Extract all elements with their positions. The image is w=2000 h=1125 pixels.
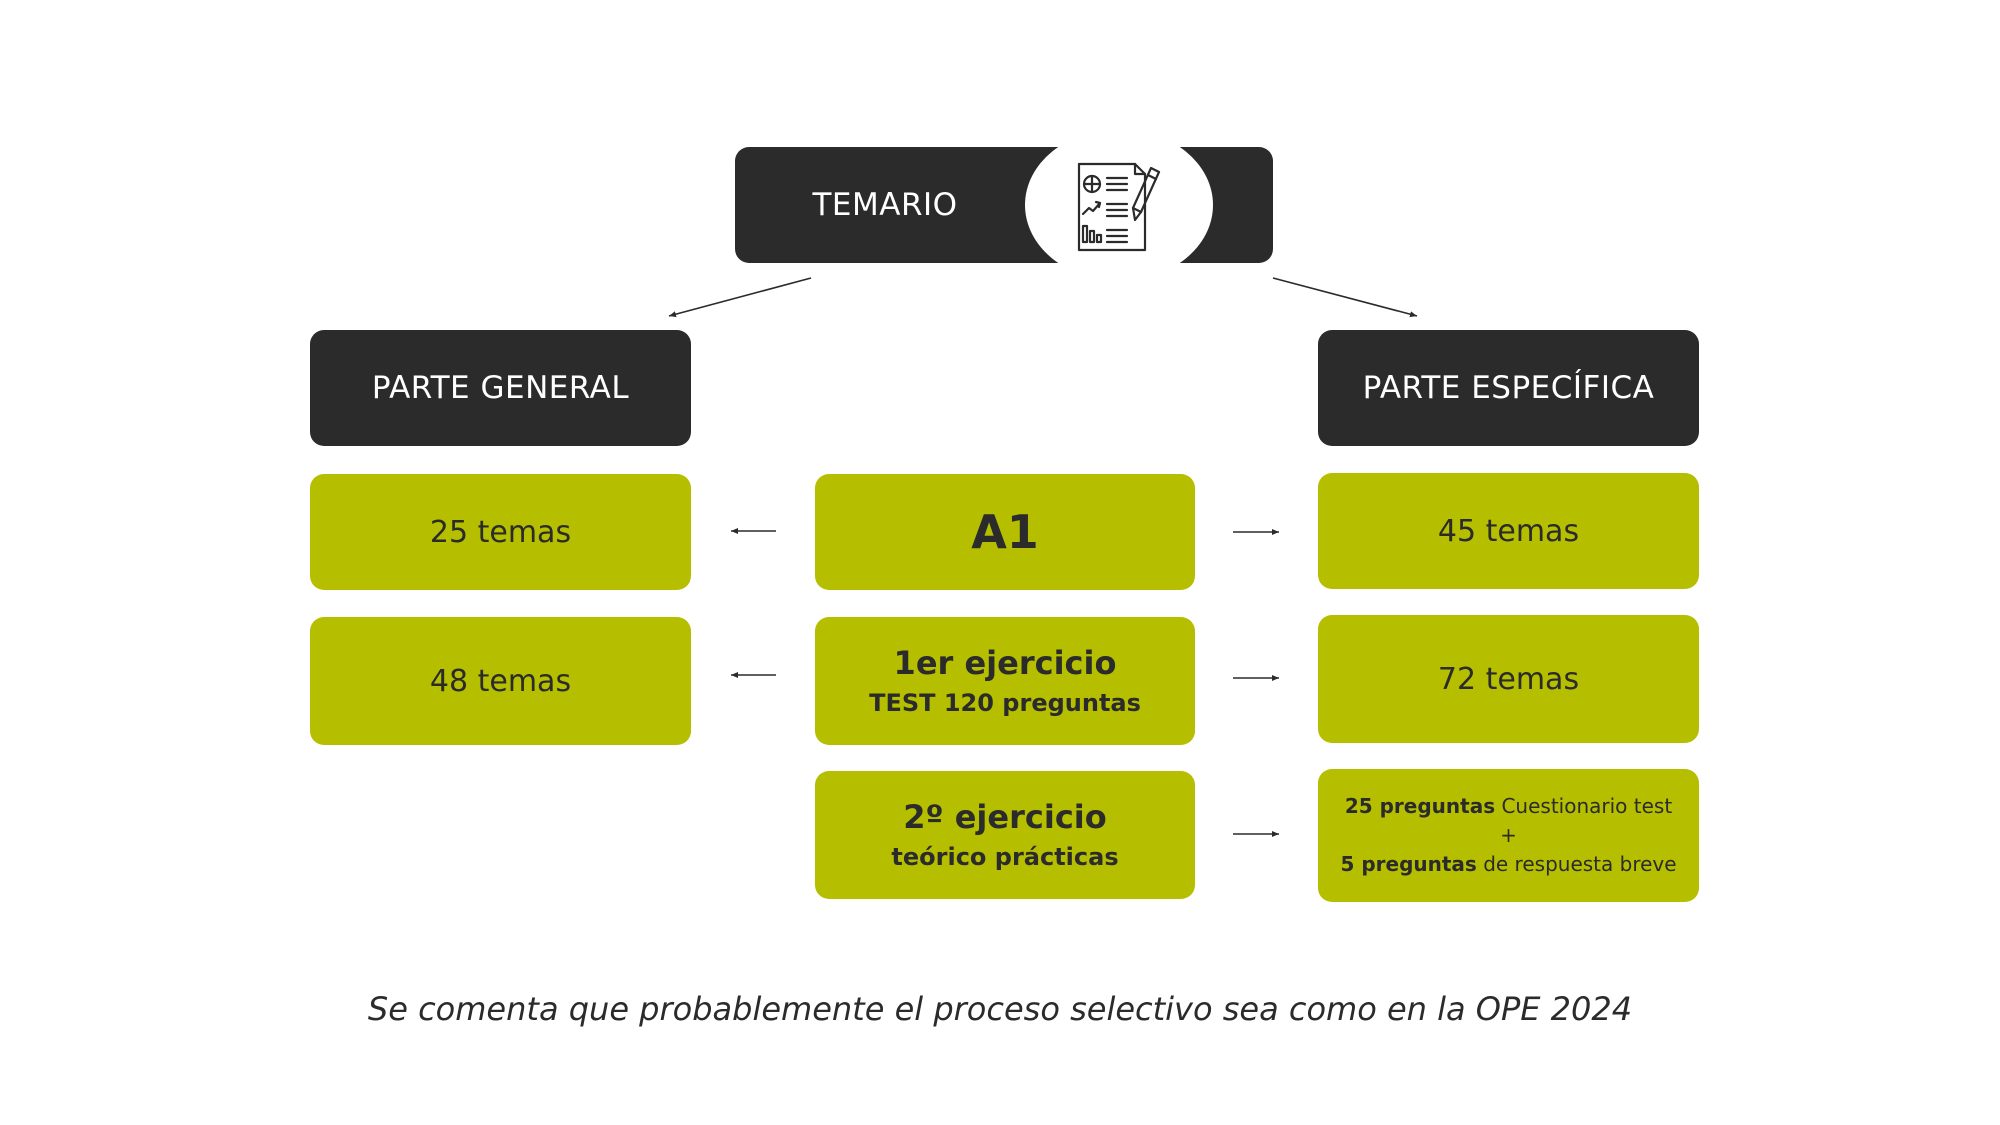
ejercicio-2-box: 2º ejercicio teórico prácticas: [815, 771, 1195, 899]
especifica-ej2-line-2-bold: 5 preguntas: [1340, 852, 1477, 876]
arrow-temario-to-general: [668, 277, 812, 318]
document-report-pencil-icon: [1077, 162, 1161, 252]
parte-general-label: PARTE GENERAL: [371, 370, 630, 406]
a1-label: A1: [971, 505, 1039, 559]
general-ej1-temas: 48 temas: [429, 663, 572, 699]
especifica-ej2-plus: +: [1500, 823, 1517, 847]
parte-general-header: PARTE GENERAL: [310, 330, 691, 446]
especifica-ej2-box: 25 preguntas Cuestionario test + 5 pregu…: [1318, 769, 1699, 902]
especifica-ej2-line-1: 25 preguntas Cuestionario test: [1345, 792, 1672, 821]
parte-especifica-header: PARTE ESPECÍFICA: [1318, 330, 1699, 446]
parte-especifica-label: PARTE ESPECÍFICA: [1362, 370, 1655, 406]
temario-title: TEMARIO: [812, 187, 958, 223]
ejercicio-1-box: 1er ejercicio TEST 120 preguntas: [815, 617, 1195, 745]
ejercicio-2-subtitle: teórico prácticas: [891, 843, 1119, 872]
especifica-ej2-line-1-rest: Cuestionario test: [1495, 794, 1673, 818]
footer-note: Se comenta que probablemente el proceso …: [367, 990, 1633, 1028]
general-a1-temas-box: 25 temas: [310, 474, 691, 590]
ejercicio-2-title: 2º ejercicio: [903, 797, 1107, 836]
especifica-ej2-line-2-rest: de respuesta breve: [1476, 852, 1677, 876]
temario-header: TEMARIO: [735, 147, 1273, 263]
ejercicio-1-title: 1er ejercicio: [893, 643, 1117, 682]
ejercicio-1-subtitle: TEST 120 preguntas: [869, 689, 1141, 718]
especifica-ej1-temas: 72 temas: [1437, 661, 1580, 697]
especifica-ej2-line-2: 5 preguntas de respuesta breve: [1340, 850, 1676, 879]
general-ej1-temas-box: 48 temas: [310, 617, 691, 745]
especifica-a1-temas: 45 temas: [1437, 513, 1580, 549]
especifica-a1-temas-box: 45 temas: [1318, 473, 1699, 589]
arrow-temario-to-especifica: [1272, 277, 1418, 318]
a1-box: A1: [815, 474, 1195, 590]
especifica-ej1-temas-box: 72 temas: [1318, 615, 1699, 743]
especifica-ej2-line-1-bold: 25 preguntas: [1344, 794, 1496, 818]
general-a1-temas: 25 temas: [429, 514, 572, 550]
